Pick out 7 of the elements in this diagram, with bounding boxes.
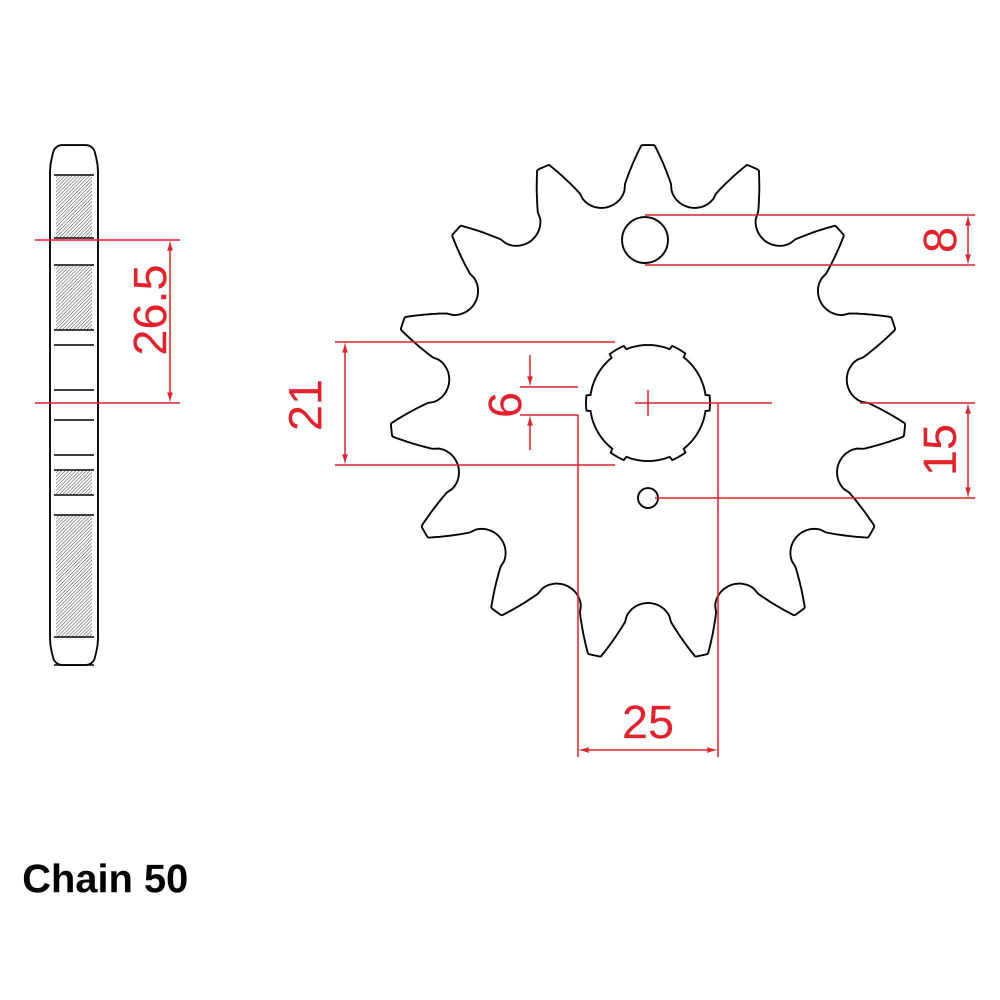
dimension-label: 26.5	[133, 266, 167, 354]
dimension-label: 25	[624, 705, 672, 739]
caption: Chain 50	[24, 863, 187, 893]
dimension-label: 6	[488, 394, 522, 416]
dimension-label: 21	[288, 381, 322, 429]
dimension-label: 15	[924, 426, 956, 472]
dimension-label: 8	[923, 229, 957, 251]
